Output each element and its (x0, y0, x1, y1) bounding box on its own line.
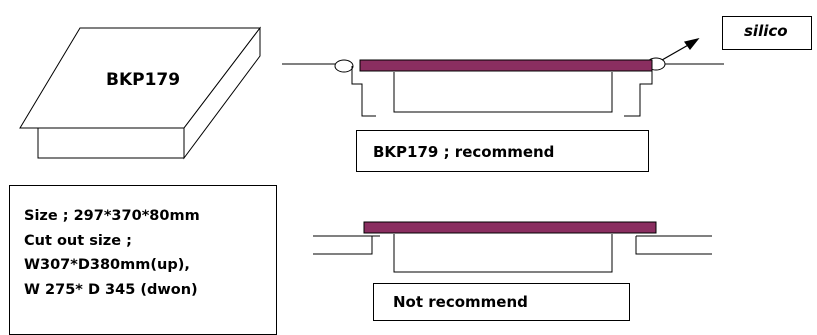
silicone-bead-left (334, 59, 354, 73)
box-front-face (37, 127, 185, 159)
hob-plate-top (359, 59, 653, 72)
silicone-label-box (722, 16, 812, 50)
box-side-face (183, 26, 261, 160)
not-recommend-label: Not recommend (393, 293, 528, 311)
counter-left-step (313, 236, 373, 255)
product-model-label: BKP179 (106, 70, 180, 90)
counter-right-step (635, 236, 712, 255)
silicone-label: silico (744, 22, 788, 40)
spec-line-cutout-up: W307*D380mm(up), (24, 257, 190, 273)
recommend-label: BKP179 ; recommend (373, 143, 555, 161)
spec-line-size: Size ; 297*370*80mm (24, 208, 200, 224)
product-3d-box (19, 26, 262, 160)
specs-box (9, 185, 277, 335)
unit-body-top (393, 72, 613, 113)
spec-line-cutout-down: W 275* D 345 (dwon) (24, 281, 198, 298)
unit-body-bottom (393, 234, 613, 273)
specs-text: Size ; 297*370*80mm Cut out size ; W307*… (24, 204, 200, 302)
silicone-arrow (661, 38, 700, 61)
hob-plate-bottom (363, 221, 657, 234)
recommended-section (282, 57, 724, 117)
not-recommended-section (313, 234, 712, 273)
spec-line-cutout-title: Cut out size ; (24, 232, 132, 249)
cutout-left-wall (351, 66, 376, 117)
not-recommend-label-box (373, 283, 630, 321)
cutout-right-wall (624, 70, 653, 117)
recommend-label-box (356, 130, 649, 172)
